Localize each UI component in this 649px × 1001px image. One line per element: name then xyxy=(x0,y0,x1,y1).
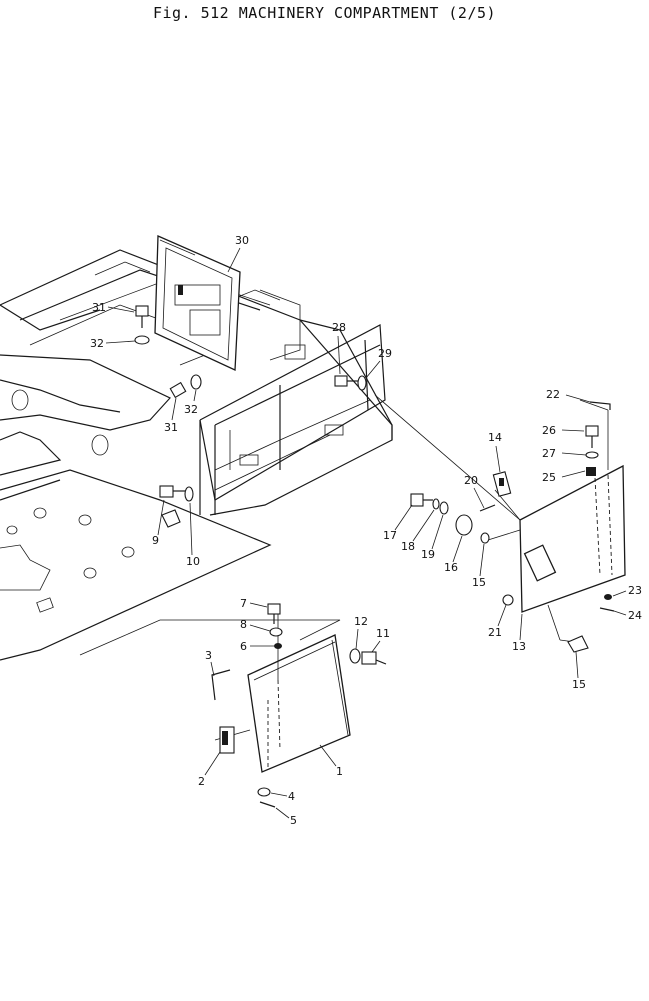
callout-23: 23 xyxy=(628,584,642,597)
callout-31a: 31 xyxy=(92,301,106,314)
callout-18: 18 xyxy=(401,540,415,553)
callout-14: 14 xyxy=(488,431,502,444)
callout-22: 22 xyxy=(546,388,560,401)
callout-30: 30 xyxy=(235,234,249,247)
callout-31b: 31 xyxy=(164,421,178,434)
callout-4: 4 xyxy=(288,790,295,803)
figure-title: Fig. 512 MACHINERY COMPARTMENT (2/5) xyxy=(152,4,497,22)
callout-17: 17 xyxy=(383,529,397,542)
callout-9: 9 xyxy=(152,534,159,547)
callout-11: 11 xyxy=(376,627,390,640)
center-frame xyxy=(199,324,386,515)
callout-15a: 15 xyxy=(472,576,486,589)
callout-5: 5 xyxy=(290,814,297,827)
callout-12: 12 xyxy=(354,615,368,628)
callout-15b: 15 xyxy=(572,678,586,691)
callout-7: 7 xyxy=(240,597,247,610)
callout-2: 2 xyxy=(198,775,205,788)
callout-19: 19 xyxy=(421,548,435,561)
callout-13: 13 xyxy=(512,640,526,653)
callout-16: 16 xyxy=(444,561,458,574)
callout-3: 3 xyxy=(205,649,212,662)
panel-13 xyxy=(519,464,626,643)
callout-27: 27 xyxy=(542,447,556,460)
callout-28: 28 xyxy=(332,321,346,334)
panel-30 xyxy=(154,235,241,371)
panel-1 xyxy=(247,634,351,773)
callout-21: 21 xyxy=(488,626,502,639)
callout-1: 1 xyxy=(336,765,343,778)
callout-24: 24 xyxy=(628,609,642,622)
callout-8: 8 xyxy=(240,618,247,631)
callout-25: 25 xyxy=(542,471,556,484)
callout-26: 26 xyxy=(542,424,556,437)
callout-20: 20 xyxy=(464,474,478,487)
floor-pan-outline xyxy=(79,619,341,656)
hardware-parts xyxy=(134,305,615,808)
callout-10: 10 xyxy=(186,555,200,568)
callout-6: 6 xyxy=(240,640,247,653)
callout-29: 29 xyxy=(378,347,392,360)
callout-32a: 32 xyxy=(90,337,104,350)
callout-32b: 32 xyxy=(184,403,198,416)
callouts: 30 31 32 31 32 28 29 9 10 14 20 22 26 27… xyxy=(90,234,642,827)
